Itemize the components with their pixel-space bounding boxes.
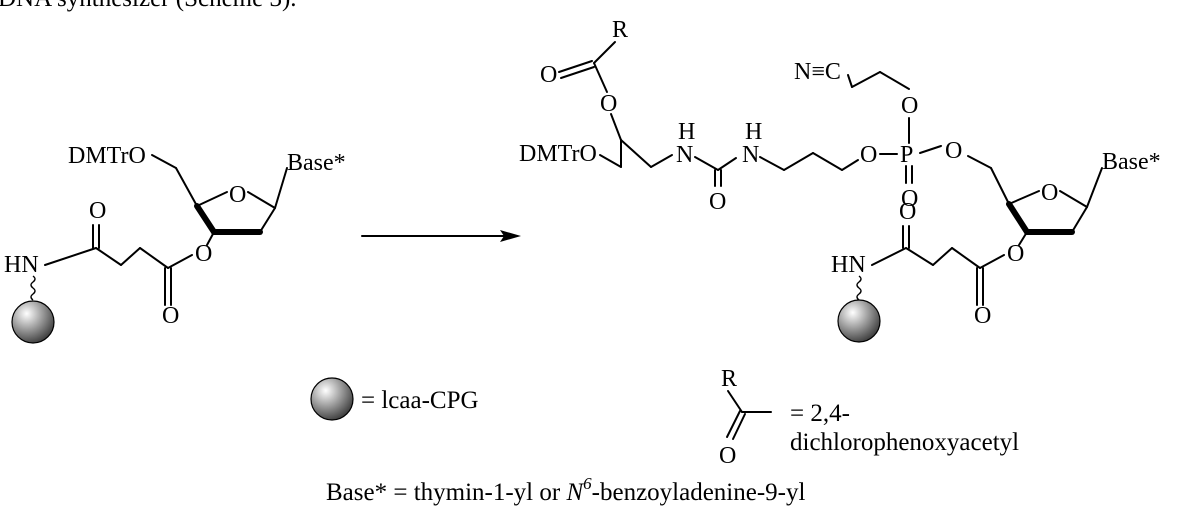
left-hn-label: HN [4,252,39,278]
right-bond-ch2-ch2-cyano [851,71,881,88]
right-bond-c-o-double-a [558,60,593,73]
right-acyl-carbonyl-oxygen: O [540,62,557,88]
right-bond-propyl-1 [783,152,814,171]
right-bond-ch2-n1 [650,154,673,168]
right-bond-c1-c2 [1071,206,1088,233]
right-nitrile-label: N≡C [794,59,841,85]
legend-acyl-bond-co-b [732,413,746,440]
right-bond-r-c [593,41,616,64]
right-r-label: R [612,17,628,43]
right-nh1-n: N [676,142,693,168]
right-acyl-ester-oxygen: O [600,91,617,117]
left-ester-carbonyl-oxygen: O [162,303,179,329]
right-ester-oxygen: O [1007,241,1024,267]
arrow-head [500,230,521,242]
right-bond-o-ch [610,113,622,141]
right-nh2-n: N [742,142,759,168]
legend-base-suffix: -benzoyladenine-9-yl [592,479,806,506]
legend-base-prefix: Base* = thymin-1-yl or [326,479,566,506]
right-bond-p-o-right [919,145,942,154]
right-nh2-h: H [745,119,762,145]
right-amide-carbonyl-oxygen: O [899,199,916,225]
right-ring-oxygen: O [1041,180,1058,206]
right-bond-c1-base [1086,167,1103,208]
right-bond-o-ccarbonyl [979,254,1005,269]
left-bond-chain-3 [95,247,122,266]
right-phosphorus: P [900,142,913,168]
left-ester-oxygen: O [195,241,212,267]
header-fragment: DNA synthesizer (Scheme 3). [0,0,297,12]
left-dmtro-label: DMTrO [68,143,146,169]
right-bond-n1-c [694,156,719,171]
right-bond-o-ch2-cyano [879,71,910,90]
right-bond-o4-c1 [1059,190,1088,208]
left-bond-o4-c1 [247,191,276,209]
left-amide-carbonyl-oxygen: O [89,198,106,224]
right-bond-ch2-c4 [990,167,1010,205]
legend-cpg-bead [310,377,354,421]
left-bond-o-ch2 [151,154,177,169]
right-bond-c-n2 [717,157,737,171]
right-bond-propyl-2 [812,152,843,171]
legend-acyl-line1: = 2,4- [790,400,850,427]
right-bond-c4-o4 [1008,190,1040,205]
legend-base-superscript: 6 [583,474,592,493]
right-dmtro-label: DMTrO [519,141,597,167]
right-bond-propyl-o [841,159,859,171]
left-bond-amide-n [44,247,97,266]
right-bond-ch-ch2 [620,139,652,168]
right-phosphate-oxygen-right: O [945,138,962,164]
right-link-oxygen: O [860,142,877,168]
left-bond-ch2-c4 [175,167,198,207]
right-phosphate-oxygen-double: O [901,186,918,212]
right-cpg-support-bead [837,299,881,343]
right-bond-amide-n [871,247,907,266]
right-base-label: Base* [1102,149,1161,175]
left-bond-chain-1 [139,247,169,269]
right-bond-o-ch2-sugar [967,155,992,169]
left-base-label: Base* [287,150,346,176]
legend-acyl-line2: dichlorophenoxyacetyl [790,429,1019,456]
right-urea-oxygen: O [709,189,726,215]
left-cpg-support-bead [11,300,55,344]
right-bond-o-ch2 [599,154,622,168]
legend: = lcaa-CPG R O = 2,4- dichlorophenoxyace… [310,366,1019,506]
right-ester-carbonyl-oxygen: O [974,303,991,329]
right-bond-n2-ch2 [759,156,785,171]
left-bond-chain-2 [120,247,141,266]
right-hn-label: HN [831,252,866,278]
left-bond-c4-c3-bold [194,203,217,235]
left-bond-o-ccarbonyl [167,254,193,269]
right-bond-c-o-double-b [560,66,595,79]
legend-acyl-o: O [719,443,736,469]
reaction-arrow [361,230,521,242]
left-wavy-link [30,275,36,301]
right-nh1-h: H [678,119,695,145]
left-bond-c4-o4 [196,191,228,207]
right-molecule: R O O DMTrO H N O H N O P O [519,17,1161,343]
legend-base-n: N [565,479,584,506]
legend-acyl-r: R [721,366,737,392]
legend-support-definition: = lcaa-CPG [361,387,479,414]
right-bond-chain-1 [951,247,981,269]
legend-acyl-bond-co-a [726,410,741,438]
left-bond-c3-o [206,231,215,246]
left-bond-c1-base [274,167,288,209]
right-bond-c4-c3-bold [1006,201,1030,235]
legend-base-definition: Base* = thymin-1-yl or N6-benzoyladenine… [326,474,806,506]
right-bond-chain-2 [932,247,953,266]
left-molecule: DMTrO Base* O O O O HN [4,143,346,344]
right-bond-c-o-ester [593,62,608,93]
left-bond-c1-c2 [259,207,276,233]
right-bond-ch2-c-nitrile [847,74,853,88]
right-bond-chain-3 [905,247,934,266]
right-bond-c3-o [1018,231,1028,246]
right-wavy-link [856,275,862,301]
legend-acyl-bond-r-c [727,390,743,413]
left-ring-oxygen: O [229,182,246,208]
right-phosphate-oxygen-top: O [901,93,918,119]
